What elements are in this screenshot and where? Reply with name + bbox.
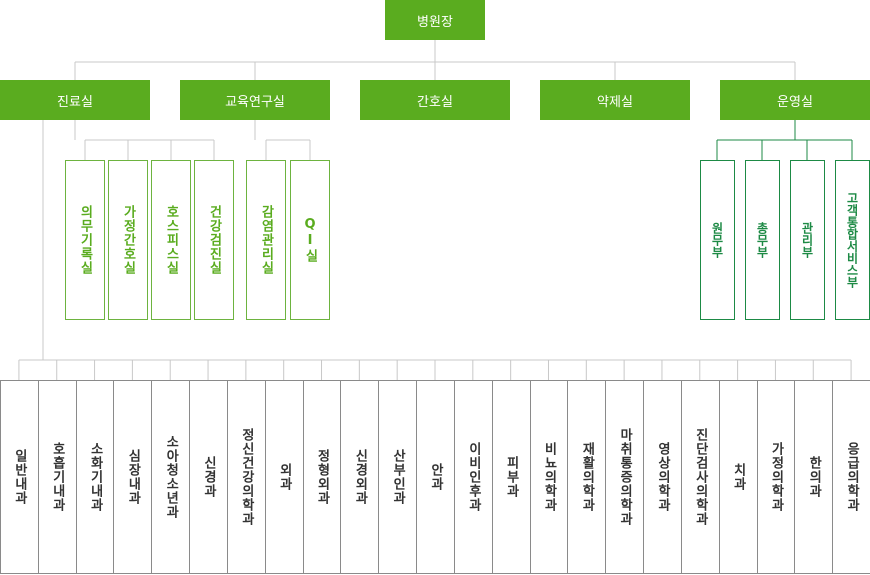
department-label: 재활의학과 [579,442,595,512]
operations-unit-customer-service[interactable]: 고객통합서비스부 [835,160,870,320]
department-box[interactable]: 응급의학과 [832,380,870,574]
office-pharmacy[interactable]: 약제실 [540,80,690,120]
department-label: 진단검사의학과 [692,428,708,526]
department-label: 영상의학과 [654,442,670,512]
department-label: 호흡기내과 [49,442,65,512]
department-box[interactable]: 심장내과 [113,380,153,574]
office-clinic[interactable]: 진료실 [0,80,150,120]
education-unit-qi[interactable]: QI실 [290,160,330,320]
operations-unit-general-affairs[interactable]: 총무부 [745,160,780,320]
department-label: 소화기내과 [87,442,103,512]
department-box[interactable]: 비뇨의학과 [529,380,569,574]
department-label: 소아청소년과 [163,435,179,519]
department-box[interactable]: 치과 [718,380,758,574]
department-label: 산부인과 [390,449,406,505]
department-label: 외과 [276,463,292,491]
department-label: 안과 [427,463,443,491]
education-unit-infection-control[interactable]: 감염관리실 [246,160,286,320]
department-label: 치과 [730,463,746,491]
unit-label: 총무부 [755,222,769,258]
department-box[interactable]: 호흡기내과 [37,380,77,574]
operations-unit-management[interactable]: 관리부 [790,160,825,320]
unit-label: 원무부 [710,222,724,258]
office-label: 간호실 [417,94,453,110]
department-box[interactable]: 소아청소년과 [151,380,191,574]
director-label: 병원장 [417,14,453,30]
department-box[interactable]: 산부인과 [378,380,418,574]
department-box[interactable]: 재활의학과 [567,380,607,574]
department-label: 비뇨의학과 [541,442,557,512]
department-box[interactable]: 외과 [264,380,304,574]
department-label: 가정의학과 [768,442,784,512]
department-box[interactable]: 소화기내과 [75,380,115,574]
department-box[interactable]: 신경과 [189,380,228,574]
department-label: 정형외과 [314,449,330,505]
department-box[interactable]: 이비인후과 [453,380,493,574]
unit-label: 의무기록실 [77,205,93,275]
department-box[interactable]: 한의과 [794,380,834,574]
unit-label: 감염관리실 [258,205,274,275]
office-label: 교육연구실 [225,94,285,110]
department-label: 한의과 [806,456,822,498]
clinic-unit-home-nursing[interactable]: 가정간호실 [108,160,148,320]
department-label: 피부과 [503,456,519,498]
department-label: 심장내과 [125,449,141,505]
unit-label: 관리부 [800,222,814,258]
office-nursing[interactable]: 간호실 [360,80,510,120]
department-box[interactable]: 진단검사의학과 [680,380,720,574]
department-box[interactable]: 신경외과 [340,380,380,574]
department-box[interactable]: 영상의학과 [643,380,682,574]
office-label: 운영실 [777,94,813,110]
clinic-unit-health-checkup[interactable]: 건강검진실 [194,160,234,320]
department-box[interactable]: 안과 [416,380,455,574]
operations-unit-patient-affairs[interactable]: 원무부 [700,160,735,320]
unit-label: 호스피스실 [163,205,179,275]
office-label: 약제실 [597,94,633,110]
department-label: 이비인후과 [465,442,481,512]
department-label: 정신건강의학과 [238,428,254,526]
unit-label: 가정간호실 [120,205,136,275]
director-box[interactable]: 병원장 [385,0,485,40]
office-label: 진료실 [57,94,93,110]
unit-label: 고객통합서비스부 [845,192,859,288]
department-box[interactable]: 일반내과 [0,380,39,574]
department-label: 응급의학과 [844,442,860,512]
office-operations[interactable]: 운영실 [720,80,870,120]
office-education[interactable]: 교육연구실 [180,80,330,120]
unit-label: 건강검진실 [206,205,222,275]
department-box[interactable]: 정형외과 [302,380,342,574]
unit-label: QI실 [302,217,318,263]
department-label: 신경외과 [352,449,368,505]
clinic-unit-medical-records[interactable]: 의무기록실 [65,160,105,320]
department-label: 마취통증의학과 [617,428,633,526]
clinic-unit-hospice[interactable]: 호스피스실 [151,160,191,320]
department-box[interactable]: 가정의학과 [756,380,796,574]
department-box[interactable]: 마취통증의학과 [605,380,645,574]
department-label: 일반내과 [11,449,27,505]
department-box[interactable]: 피부과 [491,380,531,574]
department-box[interactable]: 정신건강의학과 [226,380,266,574]
department-label: 신경과 [201,456,217,498]
